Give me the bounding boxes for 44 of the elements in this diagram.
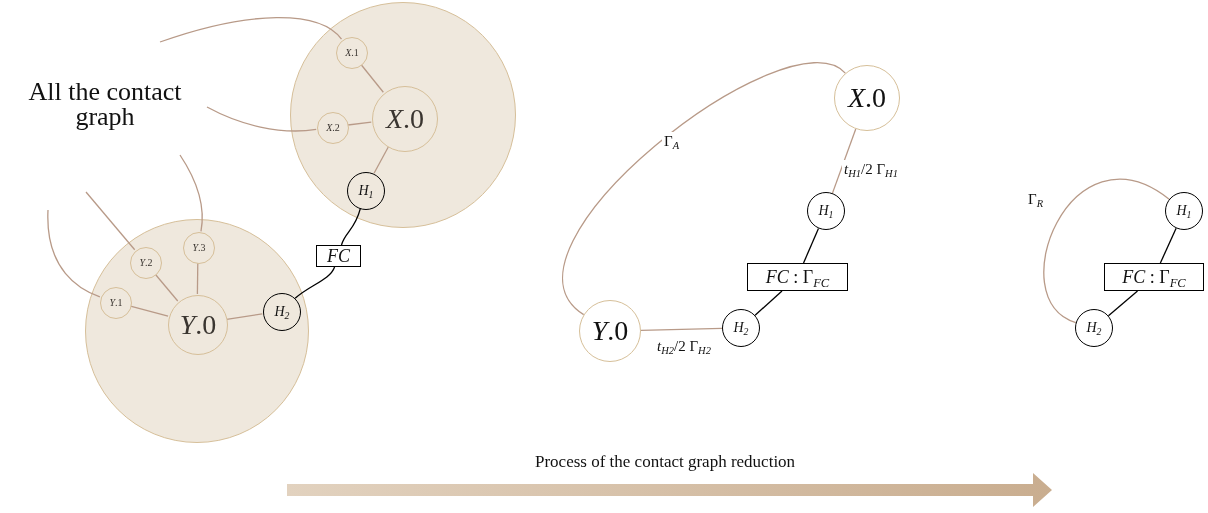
- connector-line: [196, 262, 199, 295]
- node-circle: Y.1: [100, 287, 132, 319]
- node-circle: X.0: [372, 86, 438, 152]
- node-circle: X.0: [834, 65, 900, 131]
- connector-line: [831, 128, 857, 194]
- curved-connector: [340, 207, 362, 246]
- node-circle: H$_{2}$: [1075, 309, 1113, 347]
- label-box: FC : Γ$_{FC}$: [1104, 263, 1204, 291]
- curved-connector: [294, 266, 336, 299]
- node-circle: Y.2: [130, 247, 162, 279]
- curved-connector: [179, 154, 203, 232]
- node-circle: Y.0: [579, 300, 641, 362]
- curved-connector: [206, 106, 317, 132]
- curved-connector: [159, 17, 343, 43]
- curved-connector: [47, 209, 101, 298]
- connector-line: [754, 290, 783, 316]
- heading-label: All the contact graph: [27, 80, 183, 130]
- connector-line: [85, 191, 136, 251]
- caption-label: Process of the contact graph reduction: [535, 452, 796, 473]
- connector-line: [226, 313, 263, 321]
- connector-line: [129, 305, 169, 317]
- node-circle: H$_{1}$: [347, 172, 385, 210]
- label-box: FC : Γ$_{FC}$: [747, 263, 848, 291]
- connector-line: [347, 121, 372, 126]
- connector-line: [154, 273, 179, 302]
- edge-label: Γ$_{A}$: [662, 132, 682, 150]
- node-circle: H$_{2}$: [263, 293, 301, 331]
- edge-label: t$_{H1}$/2 Γ$_{H1}$: [842, 160, 900, 178]
- node-circle: X.2: [317, 112, 349, 144]
- node-circle: H$_{2}$: [722, 309, 760, 347]
- connector-line: [1159, 227, 1177, 264]
- node-circle: H$_{1}$: [807, 192, 845, 230]
- label-box: FC: [316, 245, 361, 267]
- connector-line: [373, 146, 389, 174]
- node-circle: Y.3: [183, 232, 215, 264]
- connector-line: [360, 63, 384, 93]
- connector-line: [640, 327, 723, 331]
- curved-connector: [562, 62, 846, 316]
- curved-connector: [1043, 178, 1170, 324]
- node-circle: H$_{1}$: [1165, 192, 1203, 230]
- connector-line: [802, 227, 820, 264]
- node-circle: X.1: [336, 37, 368, 69]
- node-circle: Y.0: [168, 295, 228, 355]
- connector-line: [1107, 290, 1139, 317]
